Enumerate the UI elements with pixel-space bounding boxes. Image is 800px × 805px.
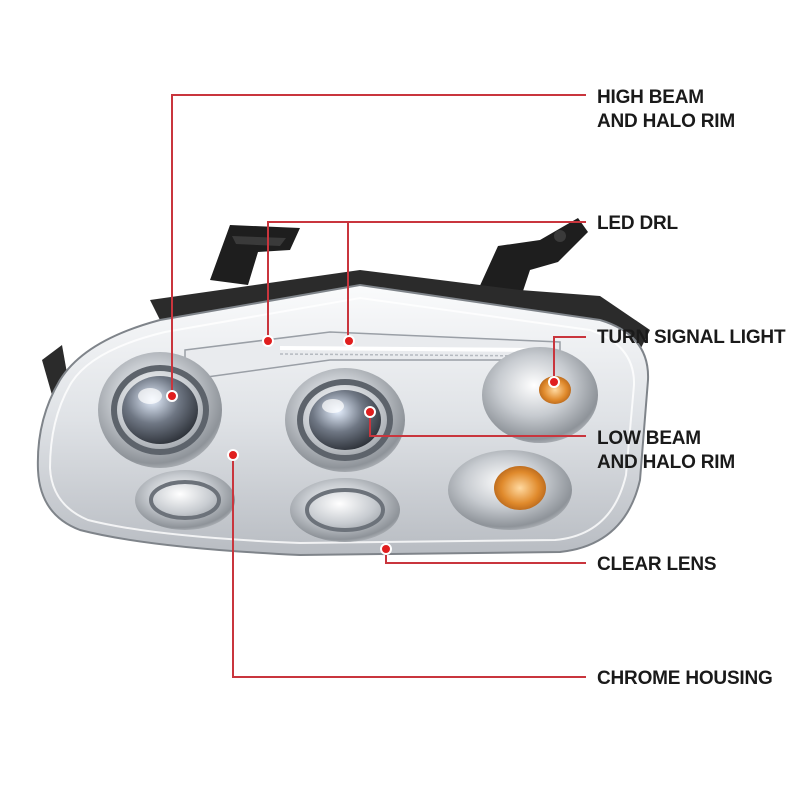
lower-reflector-center bbox=[290, 478, 400, 542]
mounting-bracket-right bbox=[478, 218, 588, 300]
label-turn-signal: TURN SIGNAL LIGHT bbox=[597, 326, 786, 350]
label-clear-lens-line-1: CLEAR LENS bbox=[597, 554, 717, 575]
label-low-beam-line-1: LOW BEAM bbox=[597, 428, 701, 449]
callout-dots bbox=[166, 335, 560, 555]
callout-line-low-beam bbox=[369, 412, 586, 437]
label-led-drl-line-1: LED DRL bbox=[597, 213, 678, 234]
label-clear-lens: CLEAR LENS bbox=[597, 553, 717, 577]
callout-line-chrome-housing bbox=[232, 455, 586, 678]
label-low-beam-line-2: AND HALO RIM bbox=[597, 452, 735, 473]
high-beam-projector bbox=[98, 352, 222, 468]
callout-dot-led-drl-left bbox=[262, 335, 274, 347]
callout-line-led-drl-left bbox=[267, 221, 586, 340]
label-led-drl: LED DRL bbox=[597, 212, 678, 236]
callout-dot-low-beam bbox=[364, 406, 376, 418]
label-turn-signal-line-1: TURN SIGNAL LIGHT bbox=[597, 327, 786, 348]
label-chrome-housing: CHROME HOUSING bbox=[597, 667, 773, 691]
mounting-bracket-left bbox=[210, 225, 300, 285]
label-chrome-housing-line-1: CHROME HOUSING bbox=[597, 668, 773, 689]
turn-signal-upper bbox=[482, 347, 598, 443]
callout-dot-high-beam bbox=[166, 390, 178, 402]
label-high-beam: HIGH BEAM AND HALO RIM bbox=[597, 86, 735, 134]
lower-reflector-left bbox=[135, 470, 235, 530]
callout-lines bbox=[171, 94, 586, 678]
label-high-beam-line-1: HIGH BEAM bbox=[597, 87, 704, 108]
callout-line-turn-signal bbox=[553, 336, 586, 382]
callout-dot-turn-signal bbox=[548, 376, 560, 388]
callout-dot-led-drl-right bbox=[343, 335, 355, 347]
label-low-beam: LOW BEAM AND HALO RIM bbox=[597, 427, 735, 475]
housing-back-edge bbox=[150, 270, 650, 350]
low-beam-projector bbox=[285, 368, 405, 472]
callout-dot-clear-lens bbox=[380, 543, 392, 555]
callout-dot-chrome-housing bbox=[227, 449, 239, 461]
turn-signal-lower bbox=[448, 450, 572, 530]
callout-line-high-beam bbox=[171, 94, 586, 395]
label-high-beam-line-2: AND HALO RIM bbox=[597, 111, 735, 132]
